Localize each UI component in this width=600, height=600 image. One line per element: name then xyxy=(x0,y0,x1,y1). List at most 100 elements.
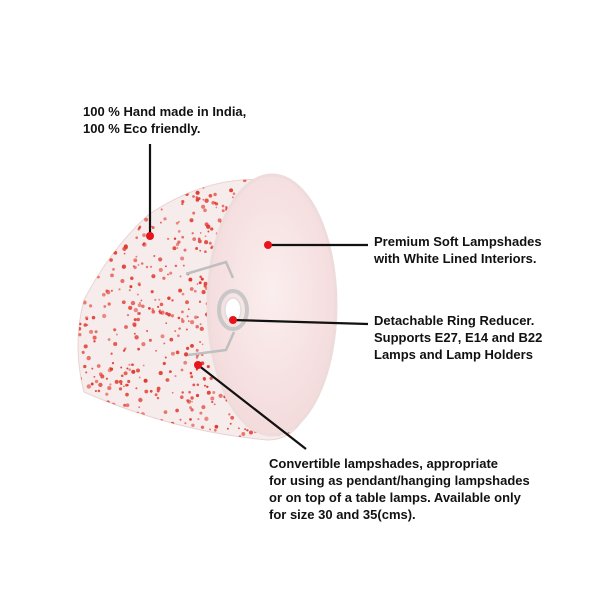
speckle-dot xyxy=(270,442,273,445)
speckle-dot xyxy=(141,342,146,347)
speckle-dot xyxy=(190,375,194,379)
speckle-dot xyxy=(195,190,200,195)
speckle-dot xyxy=(148,338,152,342)
speckle-dot xyxy=(195,325,199,329)
speckle-dot xyxy=(99,194,103,199)
speckle-dot xyxy=(133,428,137,432)
speckle-dot xyxy=(110,230,114,234)
speckle-dot xyxy=(227,169,229,171)
lampshade-body xyxy=(77,169,338,446)
speckle-dot xyxy=(167,312,171,317)
speckle-dot xyxy=(145,265,149,269)
speckle-dot xyxy=(123,403,127,407)
speckle-dot xyxy=(155,349,158,352)
speckle-dot xyxy=(177,316,181,320)
speckle-dot xyxy=(165,427,171,432)
speckle-dot xyxy=(171,193,175,197)
speckle-dot xyxy=(308,182,312,186)
speckle-dot xyxy=(192,211,196,215)
speckle-dot xyxy=(160,208,163,211)
speckle-dot xyxy=(123,252,126,255)
speckle-dot xyxy=(81,214,85,218)
speckle-dot xyxy=(180,395,184,399)
speckle-dot xyxy=(149,265,153,268)
speckle-dot xyxy=(202,198,205,201)
speckle-dot xyxy=(81,262,84,265)
speckle-dot xyxy=(209,428,211,431)
speckle-dot xyxy=(156,396,160,400)
speckle-dot xyxy=(83,323,88,327)
speckle-dot xyxy=(119,439,123,440)
speckle-dot xyxy=(114,422,117,425)
speckle-dot xyxy=(83,344,88,349)
speckle-dot xyxy=(86,189,90,193)
speckle-dot xyxy=(190,344,194,348)
callout-convertible-line: Convertible lampshades, appropriate xyxy=(269,456,499,471)
ring-reducer-frame xyxy=(185,260,249,357)
speckle-dot xyxy=(168,179,172,180)
speckle-dot xyxy=(172,246,177,251)
speckle-dot xyxy=(199,275,203,279)
speckle-dot xyxy=(109,383,112,386)
speckle-dot xyxy=(110,239,115,243)
speckle-dot xyxy=(128,289,131,292)
speckle-dot xyxy=(91,315,96,320)
speckle-dot xyxy=(204,416,209,421)
speckle-dot xyxy=(80,236,83,239)
speckle-dot xyxy=(78,322,82,326)
speckle-dot xyxy=(112,226,116,230)
speckle-dot xyxy=(136,317,140,322)
speckle-dot xyxy=(120,443,123,446)
speckle-dot xyxy=(133,332,136,335)
speckle-dot xyxy=(181,172,184,175)
speckle-dot xyxy=(84,282,86,285)
speckle-dot xyxy=(124,325,128,329)
speckle-dot xyxy=(206,390,211,395)
speckle-dot xyxy=(248,430,254,435)
speckle-dot xyxy=(91,180,95,185)
speckle-dot xyxy=(119,181,125,186)
speckle-dot xyxy=(208,241,212,245)
speckle-dot xyxy=(163,410,168,414)
speckle-dot xyxy=(192,383,196,387)
speckle-dot xyxy=(299,177,301,179)
speckle-dot xyxy=(79,385,82,388)
speckle-dot xyxy=(207,230,210,233)
speckle-dot xyxy=(121,264,127,269)
speckle-dot xyxy=(184,422,187,425)
speckle-dot xyxy=(204,240,209,245)
speckle-dot xyxy=(112,268,115,271)
speckle-dot xyxy=(190,433,195,438)
speckle-dot xyxy=(183,352,189,357)
speckle-dot xyxy=(177,334,180,338)
speckle-dot xyxy=(317,197,321,201)
speckle-dot xyxy=(97,416,101,420)
leader-line-ring xyxy=(232,318,369,326)
speckle-dot xyxy=(144,432,148,436)
speckle-dot xyxy=(195,348,199,352)
speckle-dot xyxy=(225,205,228,209)
speckle-dot xyxy=(120,383,123,386)
speckle-dot xyxy=(237,427,240,430)
speckle-dot xyxy=(87,175,89,177)
speckle-dot xyxy=(98,188,103,193)
speckle-dot xyxy=(163,174,167,178)
speckle-dot xyxy=(120,366,123,369)
speckle-dot xyxy=(98,264,101,267)
speckle-dot xyxy=(103,423,108,427)
speckle-dot xyxy=(138,406,141,409)
speckle-dot xyxy=(146,330,149,332)
speckle-dot xyxy=(159,221,162,224)
speckle-dot xyxy=(93,184,96,188)
speckle-dot xyxy=(78,302,80,306)
speckle-dot xyxy=(79,411,83,415)
speckle-dot xyxy=(204,222,209,227)
speckle-dot xyxy=(138,226,141,230)
speckle-dot xyxy=(116,192,121,197)
speckle-dot xyxy=(137,282,141,286)
speckle-dot xyxy=(221,204,225,208)
speckle-dot xyxy=(113,341,118,347)
speckle-dot xyxy=(78,307,81,310)
speckle-dot xyxy=(81,266,87,271)
speckle-dot xyxy=(133,442,135,444)
